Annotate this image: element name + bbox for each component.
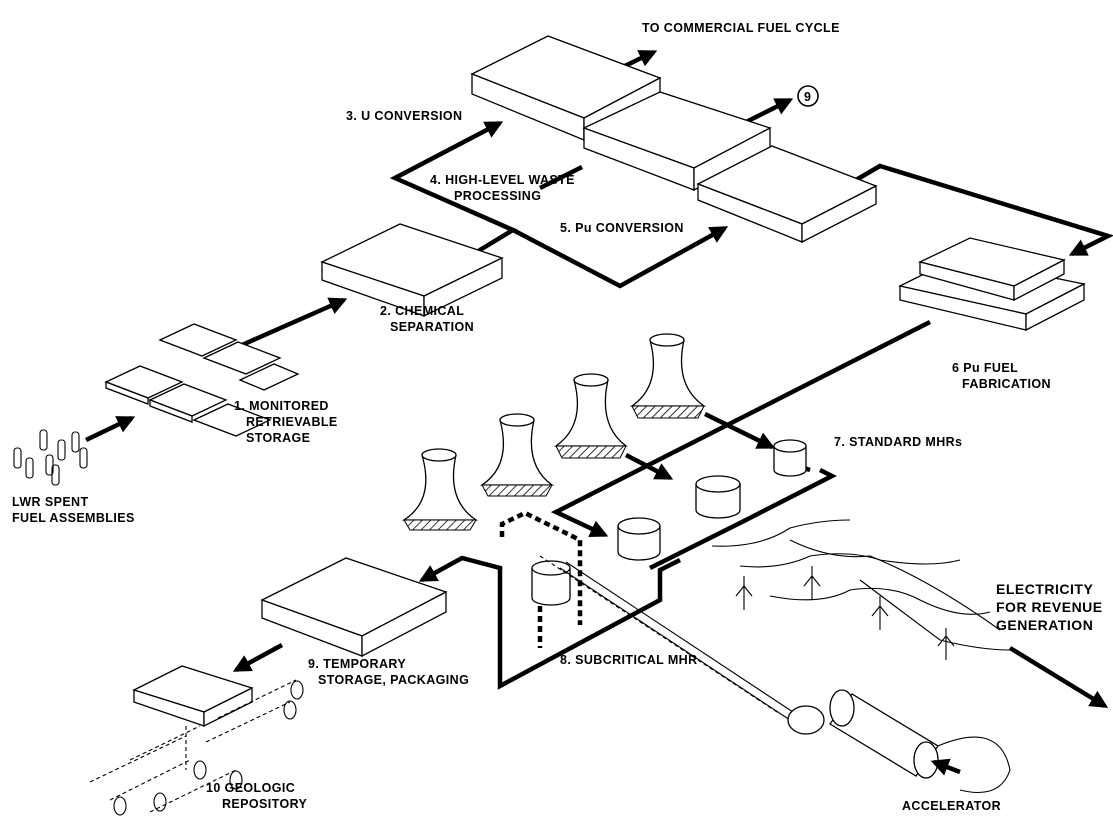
label-pu-conversion: 5. Pu CONVERSION	[560, 221, 684, 235]
label-u-conversion: 3. U CONVERSION	[346, 109, 462, 123]
fuel-fabrication-building	[900, 238, 1084, 330]
label-electricity-line3: GENERATION	[996, 617, 1093, 633]
cooling-tower-4	[632, 334, 704, 418]
label-fuel-fabrication-line1: 6 Pu FUEL	[952, 361, 1018, 375]
lwr-to-storage-arrow	[86, 418, 132, 440]
subcritical-mhr-vessel	[532, 561, 570, 605]
label-temporary-storage-line1: 9. TEMPORARY	[308, 657, 406, 671]
cooling-tower-2	[482, 414, 552, 496]
label-hlw-processing-line1: 4. HIGH-LEVEL WASTE	[430, 173, 575, 187]
label-lwr-spent-line1: LWR SPENT	[12, 495, 89, 509]
chemical-separation-building	[322, 224, 502, 316]
label-lwr-spent-line2: FUEL ASSEMBLIES	[12, 511, 135, 525]
mhr-connector-3	[650, 522, 742, 568]
label-monitored-storage-line2: RETRIEVABLE	[246, 415, 338, 429]
label-monitored-storage-line3: STORAGE	[246, 431, 310, 445]
label-fuel-fabrication-line2: FABRICATION	[962, 377, 1051, 391]
cooling-tower-1	[404, 449, 476, 530]
mhr-connector-1	[742, 470, 832, 522]
label-electricity-line2: FOR REVENUE	[996, 599, 1103, 615]
label-geologic-repository-line1: 10 GEOLOGIC	[206, 781, 295, 795]
repository-surface-building	[134, 666, 252, 726]
label-monitored-storage-line1: 1. MONITORED	[234, 399, 329, 413]
label-standard-mhrs: 7. STANDARD MHRs	[834, 435, 962, 449]
transmission-lines	[712, 520, 1010, 660]
accelerator-beamline	[540, 556, 1010, 793]
label-geologic-repository-line2: REPOSITORY	[222, 797, 308, 811]
cooling-tower-3	[556, 374, 626, 458]
label-hlw-processing-line2: PROCESSING	[454, 189, 541, 203]
storage-to-repository-arrow	[236, 645, 282, 670]
label-accelerator: ACCELERATOR	[902, 799, 1001, 813]
temporary-storage-building	[262, 558, 446, 656]
electricity-arrow	[1010, 648, 1105, 706]
label-circled-nine: 9	[804, 90, 811, 104]
standard-mhr-2	[696, 476, 740, 518]
storage-to-separation-arrow	[242, 300, 344, 345]
label-subcritical-mhr: 8. SUBCRITICAL MHR	[560, 653, 698, 667]
lwr-fuel-assemblies	[14, 430, 87, 485]
standard-mhr-3	[618, 518, 660, 560]
label-commercial-fuel-cycle: TO COMMERCIAL FUEL CYCLE	[642, 21, 840, 35]
label-electricity-line1: ELECTRICITY	[996, 581, 1093, 597]
separation-to-pu-conversion-line	[513, 228, 725, 286]
fabrication-to-reactors-line	[556, 322, 930, 535]
to-nine-arrow	[746, 100, 790, 122]
standard-mhr-1	[774, 440, 806, 476]
label-chemical-separation-line2: SEPARATION	[390, 320, 474, 334]
label-chemical-separation-line1: 2. CHEMICAL	[380, 304, 464, 318]
label-temporary-storage-line2: STORAGE, PACKAGING	[318, 673, 469, 687]
